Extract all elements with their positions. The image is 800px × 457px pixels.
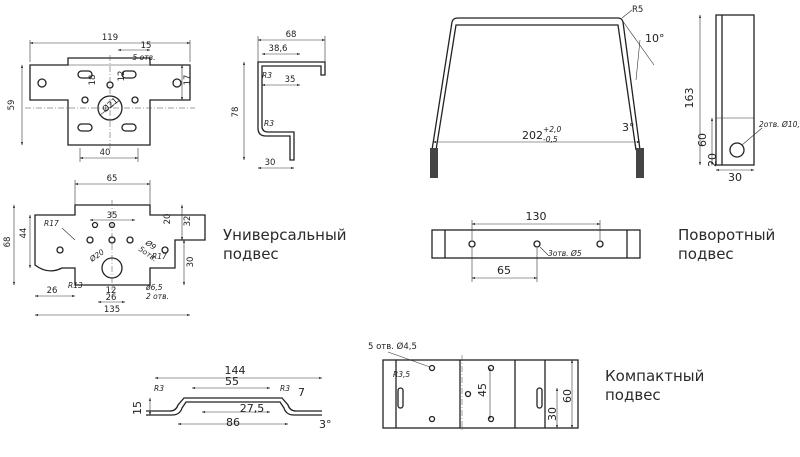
swivel-front-view: 202 +2,0 -0,5 R5 10° 3°	[430, 5, 665, 178]
caption-compact-line2: подвес	[605, 386, 661, 404]
dim-dia-20: Ø20	[87, 247, 106, 264]
dim-38-6: 38,6	[269, 44, 288, 54]
dim-r13: R13	[68, 281, 83, 290]
caption-compact-line1: Компактный	[605, 367, 705, 385]
dim-35: 35	[285, 75, 296, 85]
universal-side-view: 68 38,6 R3 35 78 R3 30	[231, 30, 326, 170]
dim-26-a: 26	[47, 286, 58, 296]
dim-30: 30	[265, 158, 276, 168]
compact-side-view: 144 55 R3 R3 15 7 27,5 86 3°	[131, 364, 332, 431]
universal-top-view: 119 15 5 отв. 59 18 12 17 Ø21 40	[7, 33, 195, 162]
dim-17: 17	[183, 75, 193, 86]
dim-35f: 35	[107, 211, 118, 221]
dim-27-5: 27,5	[240, 402, 265, 415]
dim-angle-3: 3°	[622, 121, 635, 134]
dim-holes-3: 3отв. Ø5	[548, 249, 582, 258]
dim-30s: 30	[728, 171, 742, 184]
dim-30f: 30	[186, 257, 196, 268]
caption-swivel-line1: Поворотный	[678, 226, 776, 244]
dim-r3-b: R3	[264, 119, 274, 128]
caption-universal-line1: Универсальный	[223, 226, 347, 244]
dim-32: 32	[183, 216, 193, 227]
dim-20: 20	[163, 214, 173, 225]
dim-r3-a: R3	[262, 71, 272, 80]
dim-202-tol-up: +2,0	[543, 125, 561, 134]
dim-20s: 20	[706, 153, 719, 167]
dim-18: 18	[88, 75, 98, 86]
dim-59: 59	[7, 100, 17, 111]
universal-flat-pattern: 65 35 20 32 R17 44 68 Ø9 5отв. Ø20 R17 3…	[3, 174, 206, 317]
dim-60: 60	[696, 133, 709, 147]
dim-angle-10: 10°	[645, 32, 665, 45]
dim-130: 130	[526, 210, 547, 223]
dim-45: 45	[476, 383, 489, 397]
caption-universal: Универсальный подвес	[223, 226, 347, 264]
dim-44: 44	[19, 228, 29, 239]
dim-135: 135	[104, 305, 120, 315]
dim-15: 15	[141, 41, 152, 51]
dim-30c: 30	[546, 407, 559, 421]
dim-r3-c: R3	[154, 384, 164, 393]
dim-angle-3c: 3°	[319, 418, 332, 431]
dim-7: 7	[298, 386, 305, 399]
dim-202: 202	[522, 129, 543, 142]
dim-202-tol-dn: -0,5	[543, 135, 558, 144]
caption-universal-line2: подвес	[223, 245, 279, 263]
compact-plan-view: 5 отв. Ø4,5 R3,5 45 30 60	[368, 341, 579, 432]
dim-65s: 65	[497, 264, 511, 277]
dim-68f: 68	[3, 237, 13, 248]
dim-12f: 12	[106, 286, 117, 296]
dim-r3-d: R3	[280, 384, 290, 393]
dim-holes-2-d10: 2отв. Ø10,8	[759, 120, 800, 129]
dim-holes-5: 5 отв.	[133, 53, 156, 62]
dim-78: 78	[231, 107, 241, 118]
dim-26-b: 26	[106, 293, 117, 303]
caption-swivel: Поворотный подвес	[678, 226, 775, 264]
dim-r17-a: R17	[44, 219, 59, 228]
dim-55: 55	[225, 375, 239, 388]
dim-r17-b: R17	[152, 252, 167, 261]
dim-15c: 15	[131, 401, 144, 415]
dim-163: 163	[683, 88, 696, 109]
caption-swivel-line2: подвес	[678, 245, 734, 263]
dim-144: 144	[225, 364, 246, 377]
swivel-side-view: 163 60 20 30 2отв. Ø10,8	[683, 14, 800, 184]
dim-65: 65	[107, 174, 118, 184]
dim-12: 12	[117, 71, 127, 82]
dim-r3-5: R3,5	[393, 370, 410, 379]
dim-r5: R5	[632, 5, 643, 15]
dim-dia-6-5: ø6,5	[145, 283, 163, 292]
dim-40: 40	[100, 148, 111, 158]
dim-holes-2: 2 отв.	[146, 292, 169, 301]
swivel-flat-pattern: 130 65 3отв. Ø5	[431, 210, 641, 282]
dim-holes-5-d45: 5 отв. Ø4,5	[368, 341, 417, 352]
dim-86: 86	[226, 416, 240, 429]
caption-compact: Компактный подвес	[605, 367, 704, 405]
dim-60c: 60	[561, 389, 574, 403]
dim-119: 119	[102, 33, 118, 43]
dim-68: 68	[286, 30, 297, 40]
